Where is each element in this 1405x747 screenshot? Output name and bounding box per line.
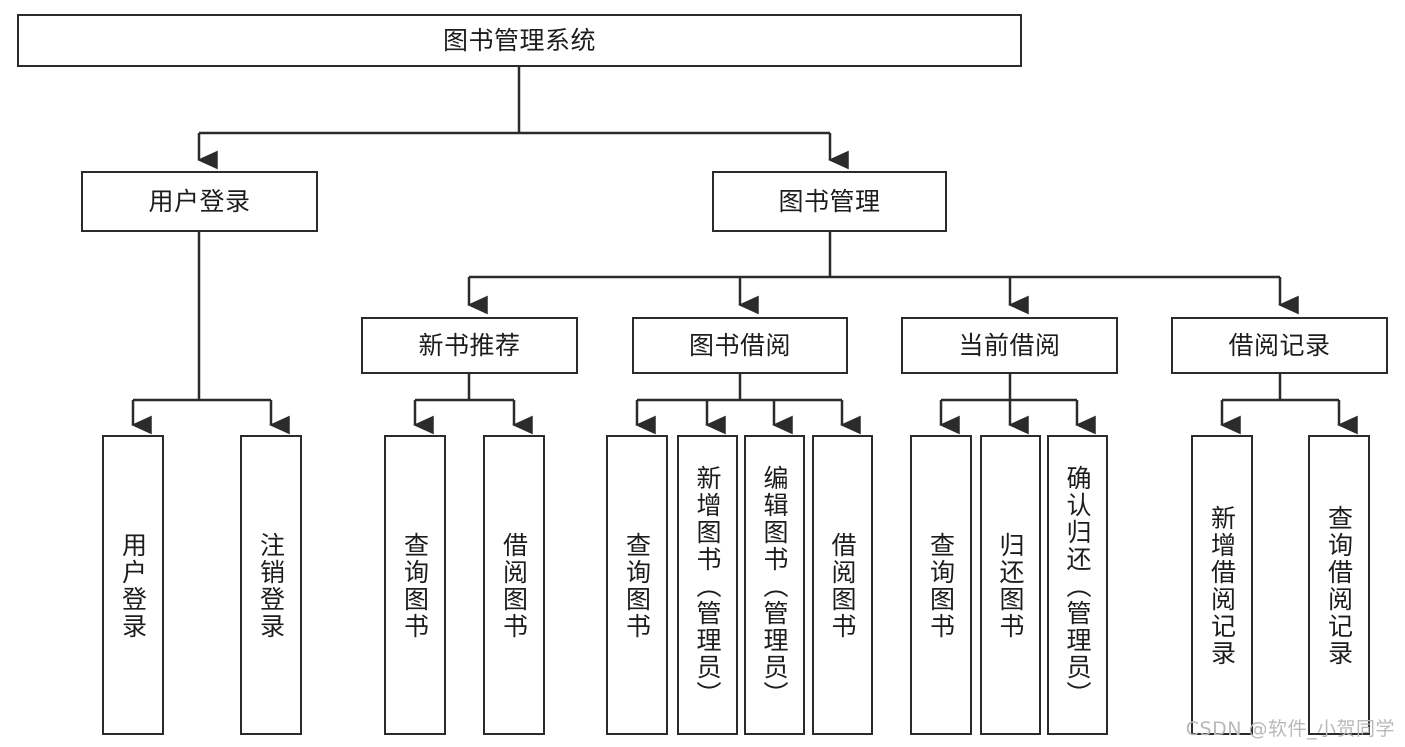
- node-label: 借阅图书: [499, 532, 529, 640]
- csdn-watermark: CSDN @软件_小贺同学: [1185, 718, 1395, 740]
- leaf-borrow-edit-book-admin[interactable]: 编辑图书（管理员）: [744, 435, 805, 735]
- node-book-management[interactable]: 图书管理: [712, 171, 947, 232]
- node-current-borrow[interactable]: 当前借阅: [901, 317, 1118, 374]
- node-label: 图书管理系统: [442, 25, 596, 55]
- node-label: 当前借阅: [958, 330, 1061, 360]
- leaf-current-confirm-return-admin[interactable]: 确认归还（管理员）: [1047, 435, 1108, 735]
- node-label: 用户登录: [148, 186, 251, 216]
- node-label: 图书借阅: [688, 330, 791, 360]
- node-label: 查询图书: [622, 532, 652, 640]
- node-label: 确认归还（管理员）: [1063, 464, 1092, 708]
- leaf-borrow-add-book-admin[interactable]: 新增图书（管理员）: [677, 435, 738, 735]
- node-label: 注销登录: [256, 532, 286, 640]
- node-label: 归还图书: [996, 532, 1025, 640]
- node-root-system[interactable]: 图书管理系统: [17, 14, 1022, 67]
- node-label: 用户登录: [118, 532, 148, 640]
- leaf-record-add-record[interactable]: 新增借阅记录: [1191, 435, 1253, 735]
- node-label: 借阅图书: [828, 532, 857, 640]
- node-label: 查询图书: [926, 532, 956, 640]
- node-book-borrow[interactable]: 图书借阅: [632, 317, 848, 374]
- leaf-current-return-book[interactable]: 归还图书: [980, 435, 1041, 735]
- node-label: 图书管理: [778, 186, 881, 216]
- leaf-user-login-signout[interactable]: 注销登录: [240, 435, 302, 735]
- node-user-login[interactable]: 用户登录: [81, 171, 318, 232]
- node-label: 新增借阅记录: [1207, 505, 1237, 667]
- leaf-borrow-borrow-book[interactable]: 借阅图书: [812, 435, 873, 735]
- leaf-record-query-record[interactable]: 查询借阅记录: [1308, 435, 1370, 735]
- node-label: 新书推荐: [418, 330, 521, 360]
- node-label: 查询图书: [400, 532, 430, 640]
- node-new-book-recommend[interactable]: 新书推荐: [361, 317, 578, 374]
- node-label: 编辑图书（管理员）: [760, 464, 789, 708]
- leaf-current-query-book[interactable]: 查询图书: [910, 435, 972, 735]
- leaf-recommend-query-book[interactable]: 查询图书: [384, 435, 446, 735]
- node-label: 查询借阅记录: [1324, 505, 1354, 667]
- leaf-recommend-borrow-book[interactable]: 借阅图书: [483, 435, 545, 735]
- leaf-user-login-signin[interactable]: 用户登录: [102, 435, 164, 735]
- node-label: 新增图书（管理员）: [693, 464, 722, 708]
- leaf-borrow-query-book[interactable]: 查询图书: [606, 435, 668, 735]
- node-borrow-record[interactable]: 借阅记录: [1171, 317, 1388, 374]
- node-label: 借阅记录: [1228, 330, 1331, 360]
